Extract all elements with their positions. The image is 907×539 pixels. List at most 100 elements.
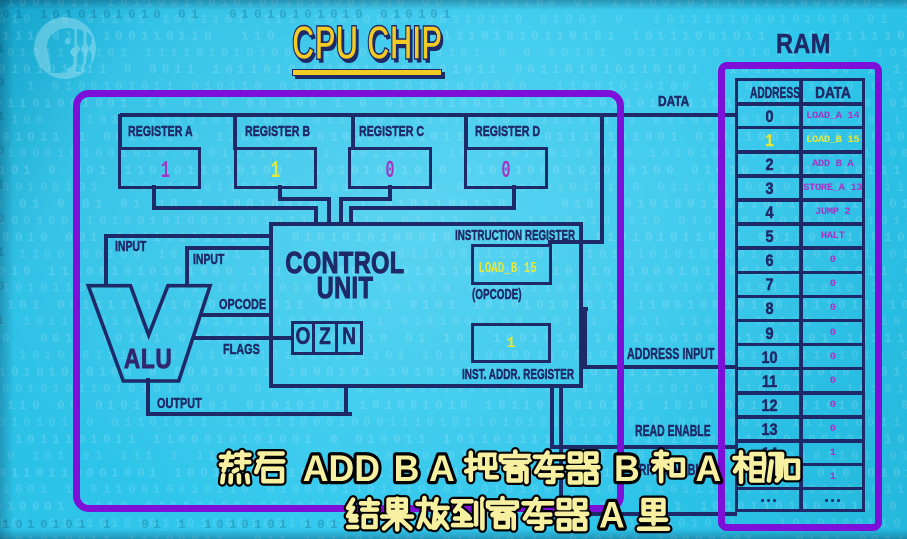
svg-text:1: 1 <box>259 398 267 413</box>
svg-text:0: 0 <box>561 45 569 60</box>
svg-text:0: 0 <box>653 62 661 77</box>
svg-text:1: 1 <box>246 0 254 10</box>
svg-text:1: 1 <box>901 197 907 212</box>
svg-text:0: 0 <box>867 12 875 27</box>
svg-text:1: 1 <box>544 230 552 245</box>
svg-text:0: 0 <box>569 381 577 396</box>
svg-text:0: 0 <box>128 29 136 44</box>
svg-text:1: 1 <box>519 29 527 44</box>
svg-text:0: 0 <box>82 449 90 464</box>
svg-text:0: 0 <box>615 62 623 77</box>
svg-text:1: 1 <box>397 197 405 212</box>
svg-text:0: 0 <box>884 381 892 396</box>
svg-text:0: 0 <box>317 129 325 144</box>
svg-text:0: 0 <box>259 0 267 10</box>
svg-text:0: 0 <box>519 281 527 296</box>
svg-text:1: 1 <box>141 7 149 22</box>
svg-text:1: 1 <box>687 247 695 262</box>
svg-text:1: 1 <box>191 482 199 497</box>
svg-text:1: 1 <box>90 533 98 539</box>
svg-text:1: 1 <box>330 129 338 144</box>
svg-text:1: 1 <box>867 62 875 77</box>
svg-text:0: 0 <box>859 533 867 539</box>
svg-text:1: 1 <box>552 365 560 380</box>
svg-text:1: 1 <box>259 146 267 161</box>
svg-text:1: 1 <box>901 45 907 60</box>
svg-text:0: 0 <box>187 365 195 380</box>
svg-text:0: 0 <box>237 516 245 531</box>
svg-text:0: 0 <box>763 197 771 212</box>
svg-text:1: 1 <box>657 79 665 94</box>
svg-text:1: 1 <box>561 146 569 161</box>
svg-text:0: 0 <box>863 197 871 212</box>
svg-text:0: 0 <box>628 163 636 178</box>
svg-text:1: 1 <box>473 247 481 262</box>
svg-text:1: 1 <box>783 230 791 245</box>
svg-text:1: 1 <box>330 29 338 44</box>
svg-text:0: 0 <box>393 281 401 296</box>
svg-text:0: 0 <box>330 381 338 396</box>
svg-text:1: 1 <box>628 113 636 128</box>
svg-text:0: 0 <box>737 0 745 10</box>
svg-text:1: 1 <box>666 365 674 380</box>
svg-text:0: 0 <box>506 533 514 539</box>
svg-text:1: 1 <box>40 482 48 497</box>
svg-text:1: 1 <box>493 29 501 44</box>
svg-text:1: 1 <box>27 381 35 396</box>
svg-text:0: 0 <box>628 213 636 228</box>
svg-text:0: 0 <box>783 381 791 396</box>
svg-text:B: B <box>394 447 420 489</box>
svg-text:1: 1 <box>389 113 397 128</box>
svg-text:0: 0 <box>86 12 94 27</box>
svg-text:1: 1 <box>725 45 733 60</box>
svg-text:1: 1 <box>153 533 161 539</box>
svg-text:0: 0 <box>624 146 632 161</box>
svg-text:0: 0 <box>536 146 544 161</box>
svg-text:0: 0 <box>653 163 661 178</box>
svg-text:0: 0 <box>174 365 182 380</box>
svg-text:1: 1 <box>704 465 712 480</box>
svg-text:1: 1 <box>174 516 182 531</box>
svg-text:1: 1 <box>779 516 787 531</box>
svg-text:1: 1 <box>506 381 514 396</box>
svg-text:0: 0 <box>691 415 699 430</box>
svg-text:0: 0 <box>275 113 283 128</box>
svg-text:0: 0 <box>0 0 2 10</box>
svg-text:0: 0 <box>808 129 816 144</box>
svg-text:0: 0 <box>439 62 447 77</box>
svg-text:0: 0 <box>813 45 821 60</box>
svg-text:0: 0 <box>23 12 31 27</box>
svg-text:1: 1 <box>107 297 115 312</box>
svg-text:0: 0 <box>855 213 863 228</box>
svg-text:0: 0 <box>376 213 384 228</box>
svg-text:1: 1 <box>729 213 737 228</box>
svg-text:1: 1 <box>771 180 779 195</box>
svg-text:1: 1 <box>241 281 249 296</box>
svg-text:1: 1 <box>725 146 733 161</box>
svg-text:0: 0 <box>464 365 472 380</box>
svg-text:0: 0 <box>103 432 111 447</box>
svg-text:1: 1 <box>569 482 577 497</box>
svg-text:0: 0 <box>271 398 279 413</box>
svg-text:0: 0 <box>7 45 15 60</box>
svg-text:1: 1 <box>867 163 875 178</box>
svg-text:1: 1 <box>263 12 271 27</box>
svg-text:1: 1 <box>107 348 115 363</box>
svg-text:1: 1 <box>40 432 48 447</box>
svg-text:0: 0 <box>372 398 380 413</box>
svg-text:0: 0 <box>153 381 161 396</box>
svg-text:1: 1 <box>582 533 590 539</box>
svg-text:1: 1 <box>531 281 539 296</box>
svg-text:1: 1 <box>330 230 338 245</box>
svg-text:0: 0 <box>880 365 888 380</box>
svg-text:1: 1 <box>767 163 775 178</box>
svg-text:1: 1 <box>166 79 174 94</box>
svg-text:0: 0 <box>430 29 438 44</box>
svg-text:1: 1 <box>372 146 380 161</box>
svg-text:1: 1 <box>221 398 229 413</box>
svg-text:1: 1 <box>250 516 258 531</box>
svg-text:0: 0 <box>36 314 44 329</box>
svg-text:1: 1 <box>27 79 35 94</box>
svg-text:0: 0 <box>82 197 90 212</box>
svg-text:0: 0 <box>397 146 405 161</box>
